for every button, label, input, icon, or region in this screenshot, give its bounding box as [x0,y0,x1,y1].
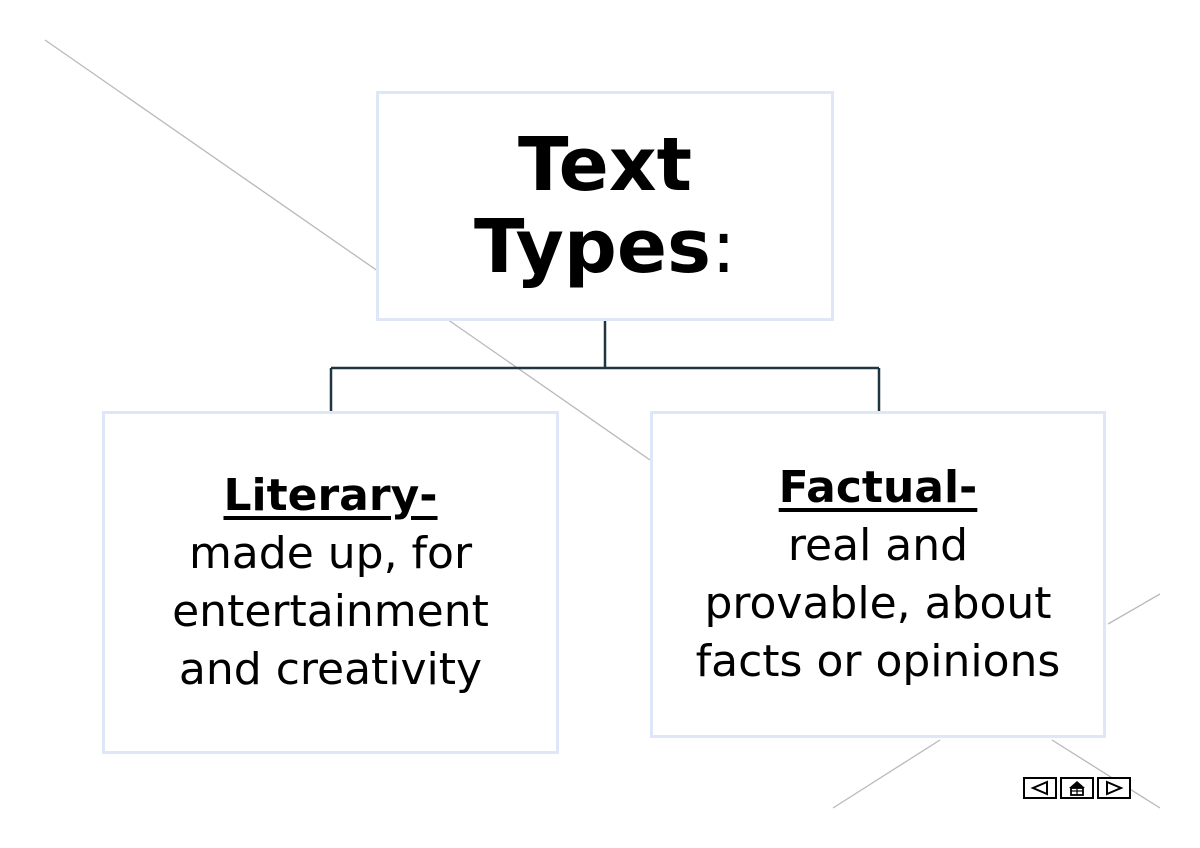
home-button[interactable] [1060,777,1094,799]
factual-title: Factual- [778,461,978,513]
next-button[interactable] [1097,777,1131,799]
root-title-line-2: Types: [474,206,736,288]
literary-description-line-2: entertainment [172,585,489,637]
literary-description-line-3: and creativity [178,643,483,695]
next-icon [1106,780,1124,796]
previous-icon [1030,780,1048,796]
factual-description-line-2: provable, about [704,577,1052,629]
decorative-line-3 [832,739,941,809]
decorative-line-4 [1051,739,1161,809]
decorative-line-2 [1107,593,1161,625]
factual-description-line-3: facts or opinions [695,635,1061,687]
home-icon [1069,781,1085,796]
decorative-line-1 [44,39,651,461]
root-title-colon: : [711,204,737,290]
factual-node: Factual- real and provable, about facts … [650,411,1106,738]
factual-description-line-1: real and [787,519,969,571]
literary-title: Literary- [223,469,438,521]
literary-description-line-1: made up, for [188,527,473,579]
root-node: Text Types: [376,91,834,321]
previous-button[interactable] [1023,777,1057,799]
slide-navigation [1023,777,1131,799]
root-title-word: Types [473,204,712,290]
literary-node: Literary- made up, for entertainment and… [102,411,559,754]
root-title-line-1: Text [518,122,692,208]
